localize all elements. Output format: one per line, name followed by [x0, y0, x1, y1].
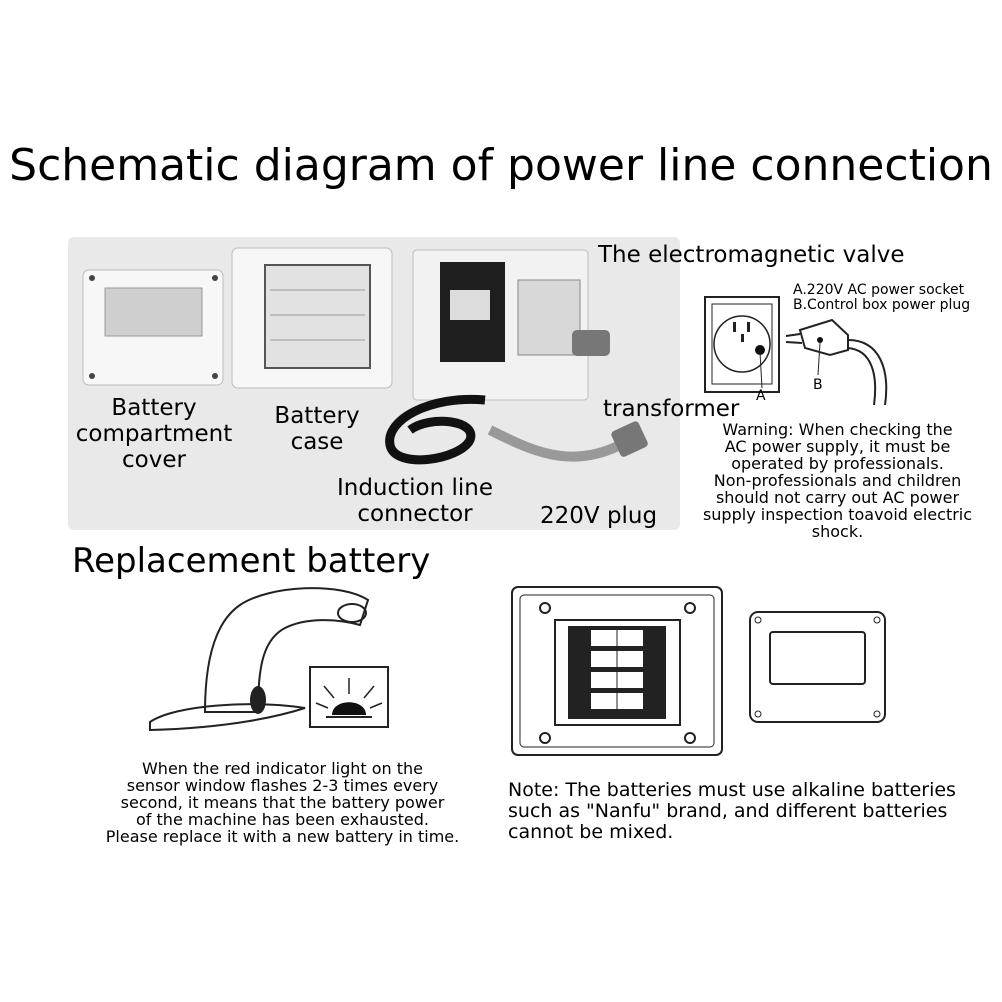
wall-socket-shape: [704, 296, 780, 393]
indicator-text: When the red indicator light on the sens…: [105, 759, 460, 846]
battery-holder-shape: [554, 619, 681, 726]
socket-mark-a: A: [756, 388, 766, 404]
socket-mark-b: B: [813, 377, 823, 393]
socket-legend-a: A.220V AC power socket: [793, 282, 965, 298]
plug-cord-shape: [847, 339, 888, 406]
battery-cover-shape: [749, 611, 886, 723]
label-transformer: transformer: [603, 396, 740, 422]
warning-text: Warning: When checking the AC power supp…: [702, 420, 973, 541]
faucet-spout-shape: [203, 587, 370, 713]
section-title-replacement-battery: Replacement battery: [72, 541, 431, 581]
cover-sticker: [104, 287, 203, 337]
plug-shape: [798, 318, 849, 357]
plug-cable-shape: [487, 425, 623, 462]
valve-shape: [517, 279, 581, 356]
label-induction-line-connector: Induction line connector: [336, 475, 494, 527]
induction-cable-shape: [385, 394, 486, 465]
label-electromagnetic-valve: The electromagnetic valve: [598, 242, 905, 268]
battery-case-window: [264, 264, 371, 369]
label-220v-plug: 220V plug: [540, 503, 658, 529]
label-battery-case: Battery case: [274, 403, 360, 455]
label-battery-compartment-cover: Battery compartment cover: [75, 395, 233, 473]
faucet-base-shape: [149, 703, 306, 732]
page-title: Schematic diagram of power line connecti…: [9, 140, 993, 191]
note-text: Note: The batteries must use alkaline ba…: [508, 779, 956, 843]
socket-legend-b: B.Control box power plug: [793, 297, 971, 313]
indicator-light-shape: [332, 702, 366, 715]
